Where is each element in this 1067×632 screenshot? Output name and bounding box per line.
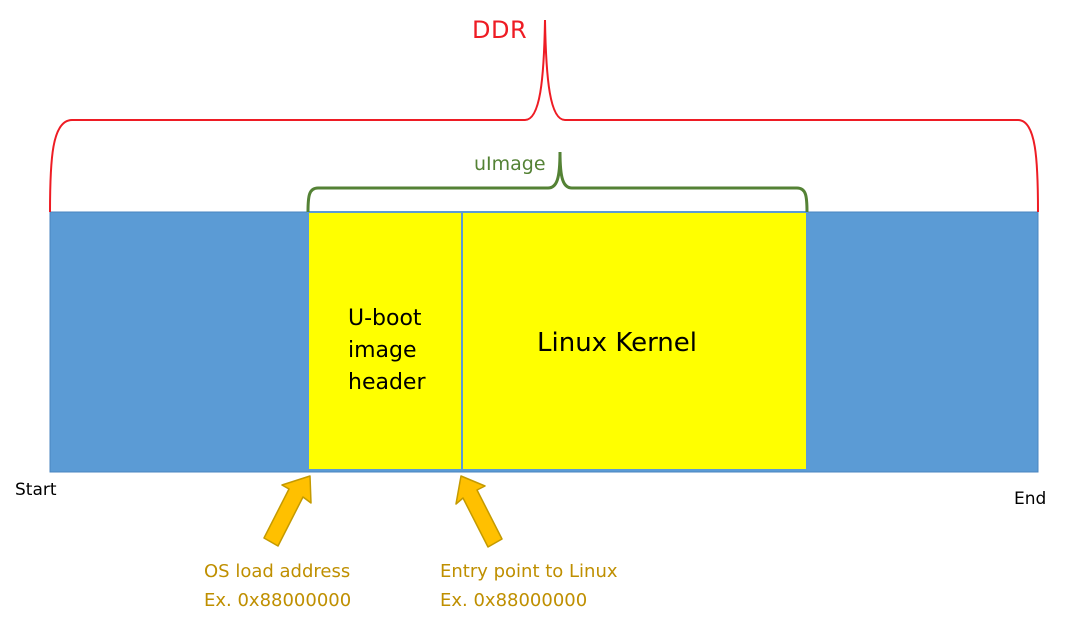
linux-kernel-label: Linux Kernel (537, 328, 697, 358)
os-load-address-caption: OS load address Ex. 0x88000000 (204, 557, 351, 615)
uboot-header-line-1: U-boot (348, 306, 422, 331)
uboot-header-segment (307, 211, 463, 471)
os-load-address-example: Ex. 0x88000000 (204, 590, 352, 611)
start-label: Start (15, 480, 57, 500)
uimage-brace (306, 151, 809, 213)
uimage-label: uImage (474, 153, 546, 175)
end-label: End (1014, 489, 1047, 509)
entry-point-arrow (455, 475, 503, 548)
entry-point-example: Ex. 0x88000000 (440, 590, 588, 611)
os-load-address-arrow (263, 475, 312, 547)
uboot-header-label: U-boot image header (348, 303, 438, 399)
entry-point-title: Entry point to Linux (440, 561, 618, 582)
os-load-address-title: OS load address (204, 561, 351, 582)
ddr-brace (49, 19, 1039, 213)
linux-kernel-segment (461, 211, 808, 471)
entry-point-caption: Entry point to Linux Ex. 0x88000000 (440, 557, 618, 615)
uboot-header-line-2: image (348, 338, 417, 363)
uboot-header-line-3: header (348, 370, 426, 395)
ddr-title: DDR (472, 16, 528, 44)
